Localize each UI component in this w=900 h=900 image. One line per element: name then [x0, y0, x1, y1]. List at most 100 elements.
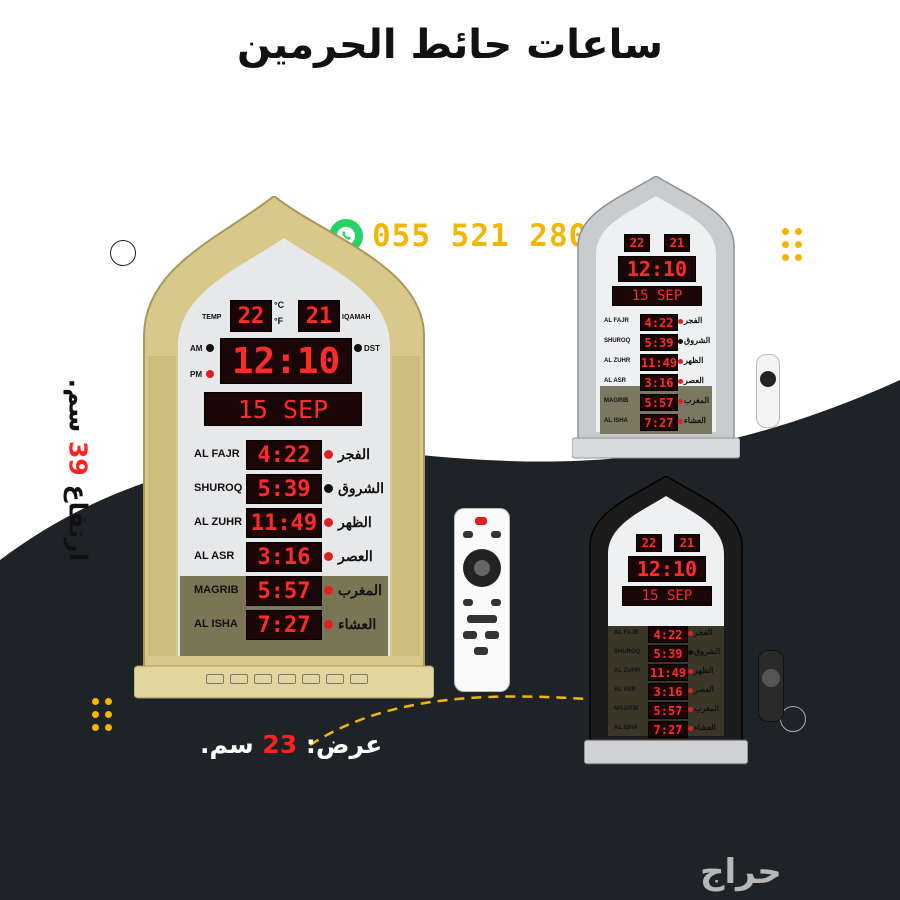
- prayer-name-en: SHUROQ: [604, 338, 631, 344]
- decor-dots: [92, 698, 112, 731]
- remote-power-button[interactable]: [475, 517, 487, 525]
- prayer-name-ar: العشاء: [694, 723, 716, 732]
- prayer-indicator: [324, 619, 333, 629]
- prayer-indicator: [688, 726, 693, 731]
- clock-button[interactable]: [302, 674, 320, 684]
- remote-button[interactable]: [463, 599, 473, 606]
- prayer-time-display: 5:57: [648, 702, 688, 719]
- am-indicator: [206, 344, 214, 352]
- remote-dpad[interactable]: [760, 371, 776, 387]
- prayer-time-display: 5:39: [648, 645, 688, 662]
- prayer-name-ar: المغرب: [684, 396, 710, 405]
- prayer-time-display: 3:16: [640, 374, 678, 391]
- prayer-name-en: AL ASR: [614, 687, 637, 693]
- pm-indicator: [206, 370, 214, 378]
- decor-dots: [782, 228, 802, 261]
- prayer-indicator: [324, 585, 333, 595]
- prayer-indicator: [678, 379, 683, 384]
- main-time-display: 12:10: [618, 256, 696, 282]
- prayer-name-en: AL ISHA: [604, 418, 628, 424]
- prayer-indicator: [324, 551, 333, 561]
- date-display: 15 SEP: [622, 586, 712, 606]
- date-display: 15 SEP: [204, 392, 362, 426]
- prayer-name-ar: الشروق: [684, 336, 711, 345]
- prayer-name-ar: الظهر: [684, 356, 704, 365]
- prayer-name-en: AL ZUHR: [194, 516, 243, 528]
- clock-button[interactable]: [230, 674, 248, 684]
- prayer-name-ar: الشروق: [694, 647, 721, 656]
- iqama-display: 21: [674, 534, 700, 552]
- iqama-label: IQAMAH: [342, 314, 371, 321]
- prayer-name-ar: العشاء: [338, 616, 377, 632]
- clock-button[interactable]: [206, 674, 224, 684]
- prayer-name-en: AL ZUHR: [604, 358, 631, 364]
- clock-button-bar: [206, 674, 368, 684]
- remote-button[interactable]: [491, 599, 501, 606]
- remote-button[interactable]: [463, 631, 477, 639]
- prayer-name-en: AL FAJR: [604, 318, 629, 324]
- prayer-time-display: 4:22: [246, 440, 322, 470]
- prayer-time-display: 11:49: [640, 354, 678, 371]
- iqama-display: 21: [664, 234, 690, 252]
- prayer-name-en: MAGRIB: [604, 398, 629, 404]
- prayer-indicator: [678, 339, 683, 344]
- remote-button[interactable]: [485, 631, 499, 639]
- temperature-display: 22: [636, 534, 662, 552]
- prayer-name-en: MAGRIB: [194, 584, 239, 596]
- prayer-indicator: [324, 449, 333, 459]
- decor-circle: [110, 240, 136, 266]
- remote-button[interactable]: [467, 615, 497, 623]
- prayer-name-ar: الفجر: [338, 446, 370, 462]
- remote-button[interactable]: [474, 647, 488, 655]
- remote-control: [756, 354, 780, 428]
- prayer-indicator: [678, 419, 683, 424]
- prayer-indicator: [324, 483, 333, 493]
- remote-button[interactable]: [463, 531, 473, 538]
- prayer-name-ar: العصر: [338, 548, 373, 564]
- prayer-indicator: [688, 650, 693, 655]
- prayer-name-en: SHUROQ: [194, 482, 243, 494]
- prayer-time-display: 7:27: [640, 414, 678, 431]
- remote-control: [758, 650, 784, 722]
- prayer-time-display: 5:39: [640, 334, 678, 351]
- clock-button[interactable]: [254, 674, 272, 684]
- prayer-name-ar: العصر: [694, 685, 714, 694]
- prayer-name-ar: الفجر: [684, 316, 703, 325]
- prayer-name-en: AL ASR: [194, 550, 235, 562]
- width-label: عرض: 23 سم.: [200, 730, 383, 759]
- celsius-label: °C: [274, 300, 285, 310]
- prayer-name-en: AL FAJR: [194, 448, 240, 460]
- main-time-display: 12:10: [628, 556, 706, 582]
- remote-control: [454, 508, 510, 692]
- dst-label: DST: [364, 344, 380, 353]
- gold-clock: TEMP 22 °C °F 21 IQAMAH AM PM 12:10 DST …: [134, 196, 434, 706]
- prayer-indicator: [688, 669, 693, 674]
- prayer-name-en: SHUROQ: [614, 649, 641, 655]
- temp-label: TEMP: [202, 314, 222, 321]
- prayer-name-ar: الشروق: [338, 480, 384, 496]
- pm-label: PM: [190, 370, 202, 379]
- prayer-name-ar: الفجر: [694, 628, 713, 637]
- prayer-time-display: 3:16: [246, 542, 322, 572]
- remote-dpad[interactable]: [762, 669, 780, 687]
- prayer-indicator: [688, 688, 693, 693]
- prayer-name-en: AL ZUHR: [614, 668, 641, 674]
- clock-button[interactable]: [350, 674, 368, 684]
- prayer-name-ar: العشاء: [684, 416, 706, 425]
- prayer-name-en: AL FAJR: [614, 630, 639, 636]
- dst-indicator: [354, 344, 362, 352]
- clock-button[interactable]: [326, 674, 344, 684]
- prayer-name-en: AL ISHA: [614, 725, 638, 731]
- prayer-time-display: 3:16: [648, 683, 688, 700]
- clock-button[interactable]: [278, 674, 296, 684]
- remote-ok-button[interactable]: [474, 560, 490, 576]
- remote-button[interactable]: [491, 531, 501, 538]
- date-display: 15 SEP: [612, 286, 702, 306]
- temperature-display: 22: [624, 234, 650, 252]
- prayer-name-en: AL ASR: [604, 378, 627, 384]
- iqama-display: 21: [298, 300, 340, 332]
- prayer-indicator: [688, 707, 693, 712]
- prayer-time-display: 5:39: [246, 474, 322, 504]
